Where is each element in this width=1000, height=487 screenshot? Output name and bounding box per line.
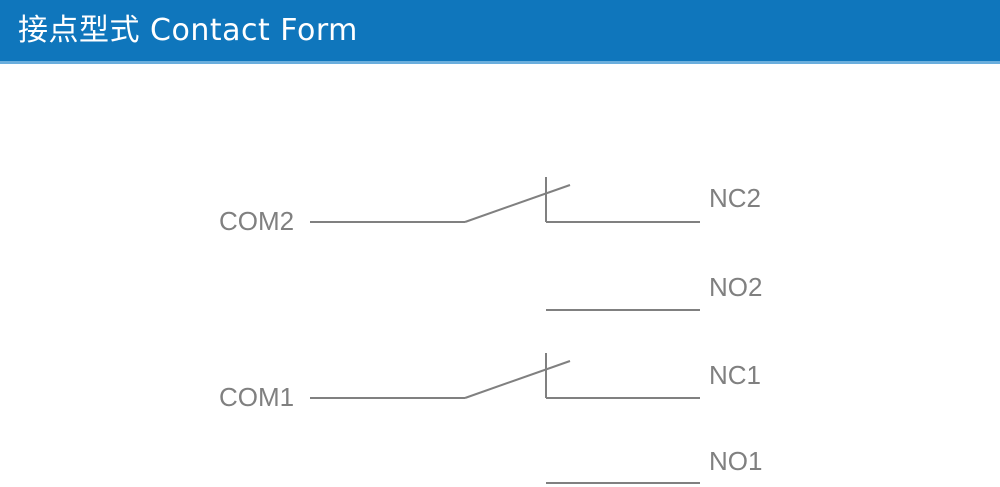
label-no2: NO2 [709,272,763,302]
label-com2: COM2 [219,206,295,236]
com2-armature-line [464,184,571,223]
com1-armature-line [464,360,571,399]
label-no1: NO1 [709,446,763,476]
header-banner [0,0,1000,61]
label-nc2: NC2 [709,183,762,213]
contact-form-diagram [0,64,1000,487]
header-underline [0,61,1000,64]
schematic-svg [310,177,700,484]
label-com1: COM1 [219,382,295,412]
page-title: 接点型式 Contact Form [18,13,358,48]
label-nc1: NC1 [709,360,762,390]
